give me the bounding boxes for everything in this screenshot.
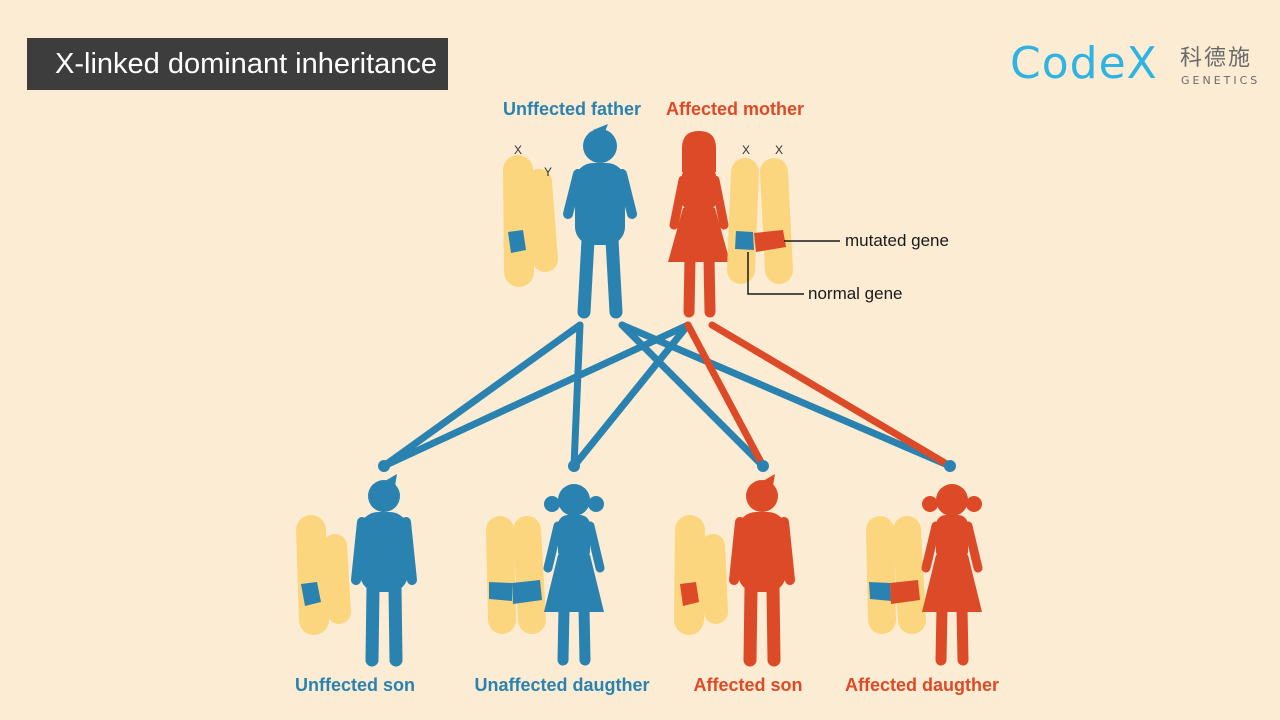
- logo-subtitle: GENETICS: [1181, 74, 1261, 87]
- father-label: Unffected father: [502, 99, 642, 119]
- child-label-unaffected-son: Unffected son: [294, 675, 416, 695]
- line-father-son1: [380, 321, 584, 470]
- line-mother-daughter1: [570, 321, 692, 470]
- node-daughter2: [944, 460, 956, 472]
- mother-x1-chromosome: [727, 158, 759, 284]
- daughter2-x1-chromosome: [866, 516, 896, 634]
- annotation-pointers: [747, 240, 840, 295]
- title-banner: X-linked dominant inheritance: [27, 38, 448, 90]
- mother-mutated-gene: [754, 230, 786, 252]
- logo-wordmark: CodeX: [1010, 38, 1158, 90]
- son2-figure: [729, 474, 795, 667]
- node-son1: [378, 460, 390, 472]
- mother-chr-label-x1: X: [741, 143, 751, 157]
- mother-chromosomes: [727, 158, 793, 284]
- codex-logo: CodeX 科德施 GENETICS: [1010, 38, 1260, 94]
- line-mother-son2: [684, 321, 767, 470]
- logo-word-text: Code: [1010, 38, 1127, 89]
- father-x-chromosome: [503, 155, 534, 287]
- line-father-daughter1: [570, 321, 584, 470]
- daughter2-mutated-gene: [890, 580, 920, 604]
- daughter2-x2-chromosome: [893, 516, 926, 634]
- line-mother-son1: [380, 321, 692, 470]
- son2-mutated-gene: [680, 582, 699, 606]
- daughter1-figure: [543, 484, 605, 666]
- daughter1-x1-chromosome: [486, 516, 516, 634]
- child-label-unaffected-daughter: Unaffected daugther: [474, 675, 650, 695]
- normal-gene-annotation: normal gene: [808, 284, 903, 303]
- mutated-gene-annotation: mutated gene: [845, 231, 949, 250]
- pointer-normal: [747, 252, 804, 295]
- father-chromosomes: [503, 155, 558, 287]
- node-daughter1: [568, 460, 580, 472]
- line-mother-daughter2: [708, 321, 954, 470]
- daughter2-figure: [921, 484, 983, 666]
- father-chr-label-x: X: [513, 143, 523, 157]
- son1-figure: [351, 474, 417, 667]
- son2-y-chromosome: [701, 534, 728, 624]
- son2-x-chromosome: [674, 515, 705, 635]
- son1-chromosomes: [296, 515, 351, 635]
- son1-y-chromosome: [323, 534, 351, 624]
- daughter1-x2-chromosome: [513, 516, 546, 634]
- mother-normal-gene: [735, 231, 754, 250]
- daughter1-gene-b: [512, 580, 542, 604]
- father-y-chromosome: [526, 169, 558, 272]
- mother-figure: [668, 131, 730, 318]
- daughter1-chromosomes: [486, 516, 546, 634]
- father-chr-label-y: Y: [543, 165, 553, 179]
- son1-normal-gene: [301, 582, 321, 606]
- father-figure: [563, 124, 637, 319]
- daughter2-chromosomes: [866, 516, 926, 634]
- son1-x-chromosome: [296, 515, 329, 635]
- father-normal-gene: [508, 230, 526, 253]
- mother-x2-chromosome: [760, 158, 793, 284]
- son2-chromosomes: [674, 515, 728, 635]
- line-father-daughter2: [618, 321, 954, 470]
- child-label-affected-daughter: Affected daugther: [844, 675, 1000, 695]
- logo-x-glyph: X: [1126, 38, 1158, 89]
- daughter1-gene-a: [489, 582, 512, 601]
- inheritance-lines: [378, 321, 956, 472]
- mother-label: Affected mother: [665, 99, 805, 119]
- mother-chr-label-x2: X: [774, 143, 784, 157]
- child-label-affected-son: Affected son: [693, 675, 803, 695]
- daughter2-normal-gene: [869, 582, 891, 601]
- title-text: X-linked dominant inheritance: [55, 47, 438, 80]
- logo-chinese: 科德施: [1180, 46, 1253, 71]
- node-son2: [757, 460, 769, 472]
